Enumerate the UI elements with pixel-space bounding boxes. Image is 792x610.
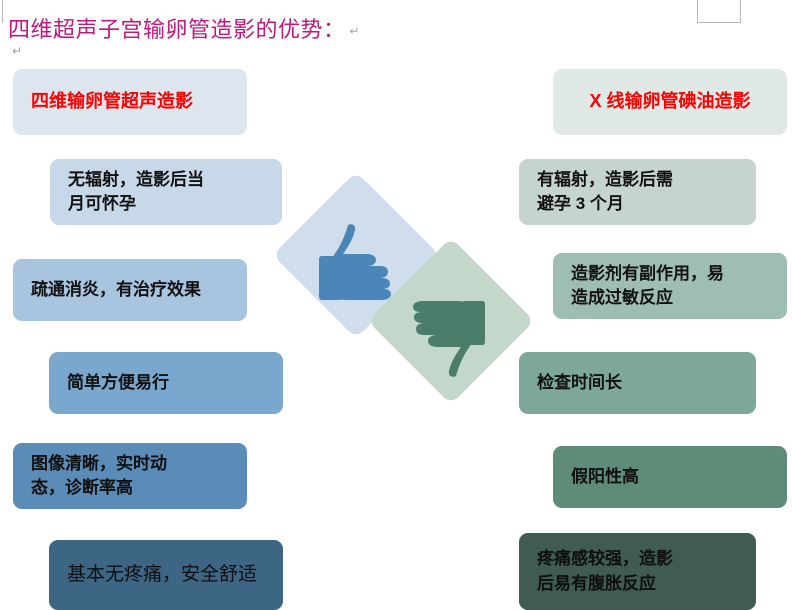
pro-item-1-text: 无辐射，造影后当 月可怀孕	[68, 169, 204, 213]
paragraph-mark-icon: ↵	[349, 24, 361, 38]
con-item-1[interactable]: 有辐射，造影后需 避孕 3 个月	[519, 159, 756, 225]
pro-item-5[interactable]: 基本无疼痛，安全舒适	[49, 540, 283, 610]
page-title: 四维超声子宫输卵管造影的优势：↵	[8, 12, 360, 44]
pro-item-2-text: 疏通消炎，有治疗效果	[31, 279, 201, 299]
right-column-heading-text: X 线输卵管碘油造影	[589, 91, 751, 112]
con-item-3-text: 检查时间长	[537, 372, 622, 392]
pro-item-2[interactable]: 疏通消炎，有治疗效果	[13, 259, 247, 321]
con-item-2-text: 造影剂有副作用，易 造成过敏反应	[571, 263, 724, 307]
con-item-1-text: 有辐射，造影后需 避孕 3 个月	[537, 169, 673, 213]
paragraph-mark-icon-blank-line: ↵	[12, 44, 23, 58]
left-column-heading-text: 四维输卵管超声造影	[31, 91, 193, 112]
page-margin-guide-top-right	[697, 0, 741, 23]
con-item-4-text: 假阳性高	[571, 466, 639, 486]
con-item-5-text: 疼痛感较强，造影 后易有腹胀反应	[537, 549, 673, 593]
pro-item-3[interactable]: 简单方便易行	[49, 352, 283, 414]
con-item-3[interactable]: 检查时间长	[519, 352, 756, 414]
con-item-2[interactable]: 造影剂有副作用，易 造成过敏反应	[553, 253, 787, 319]
pro-item-4[interactable]: 图像清晰，实时动 态，诊断率高	[13, 443, 247, 509]
pro-item-5-text: 基本无疼痛，安全舒适	[67, 563, 258, 585]
con-item-5[interactable]: 疼痛感较强，造影 后易有腹胀反应	[519, 533, 756, 610]
pro-item-4-text: 图像清晰，实时动 态，诊断率高	[31, 453, 167, 497]
con-item-4[interactable]: 假阳性高	[553, 446, 787, 508]
pro-item-3-text: 简单方便易行	[67, 372, 169, 392]
left-column-heading-box[interactable]: 四维输卵管超声造影	[13, 69, 247, 135]
page-title-text: 四维超声子宫输卵管造影的优势：	[8, 17, 346, 42]
right-column-heading-box[interactable]: X 线输卵管碘油造影	[553, 69, 787, 135]
pro-item-1[interactable]: 无辐射，造影后当 月可怀孕	[50, 159, 282, 225]
